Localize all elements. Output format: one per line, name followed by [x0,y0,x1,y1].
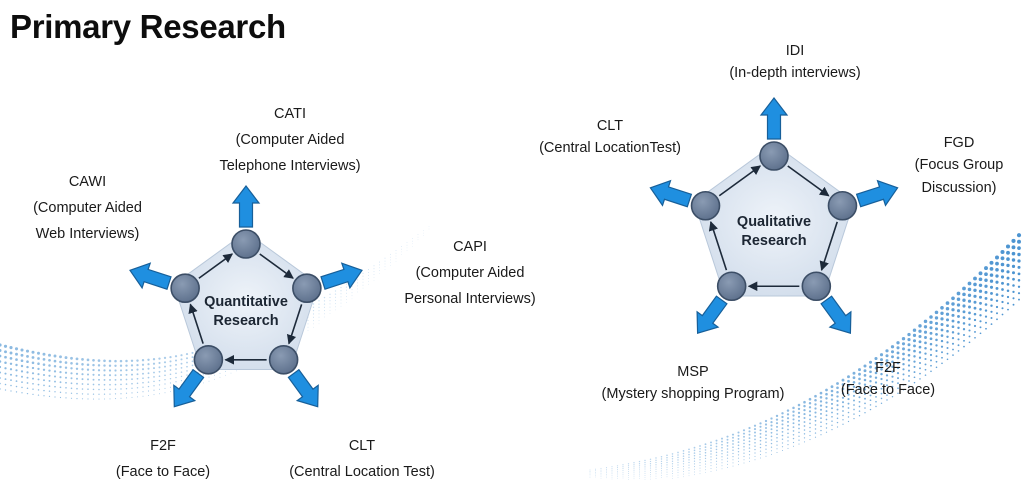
quant-connector [188,303,204,344]
quant-label-capi: CAPI (Computer Aided Personal Interviews… [404,239,536,307]
decorative-dot-waves [0,226,1022,481]
qual-label-msp: MSP (Mystery shopping Program) [601,364,785,403]
quant-connector [286,304,303,345]
quant-node [292,273,322,304]
quant-node [231,229,261,259]
qual-arrow [759,97,789,140]
qual-connector [718,165,762,197]
qual-node [716,271,747,302]
qual-label-idi: IDI (In-depth interviews) [729,43,861,82]
qual-connector [819,221,838,271]
qual-label-clt: CLT (Central LocationTest) [539,118,681,157]
page-title: Primary Research [10,8,286,45]
quant-arrow [287,368,319,408]
qual-label-fgd: FGD (Focus Group Discussion) [914,135,1004,196]
quant-label-f2f: F2F (Face to Face) [115,438,211,480]
qual-arrow [855,179,899,208]
quant-arrow [320,262,363,290]
qual-arrow [696,295,728,334]
quant-label-clt: CLT (Central Location Test) [289,438,435,480]
qual-node [690,190,721,221]
qual-connector [708,221,728,271]
quant-node [268,344,299,375]
qual-arrow [820,295,852,334]
quant-connector [198,253,234,279]
quant-label-cawi: CAWI (Computer Aided Web Interviews) [33,174,142,242]
quant-connector [259,253,294,279]
qual-node [759,141,789,171]
qual-node [827,190,858,221]
quant-node [170,273,200,304]
quant-label-cati: CATI (Computer Aided Telephone Interview… [219,106,361,174]
quant-node [193,344,224,375]
qual-label-f2f: F2F (Face to Face) [840,360,936,399]
quant-arrow [231,185,261,228]
qual-arrow [649,179,693,208]
quant-arrow [173,368,205,408]
qual-node [801,271,832,302]
quant-arrow [129,262,172,290]
qual-connector [787,165,830,197]
